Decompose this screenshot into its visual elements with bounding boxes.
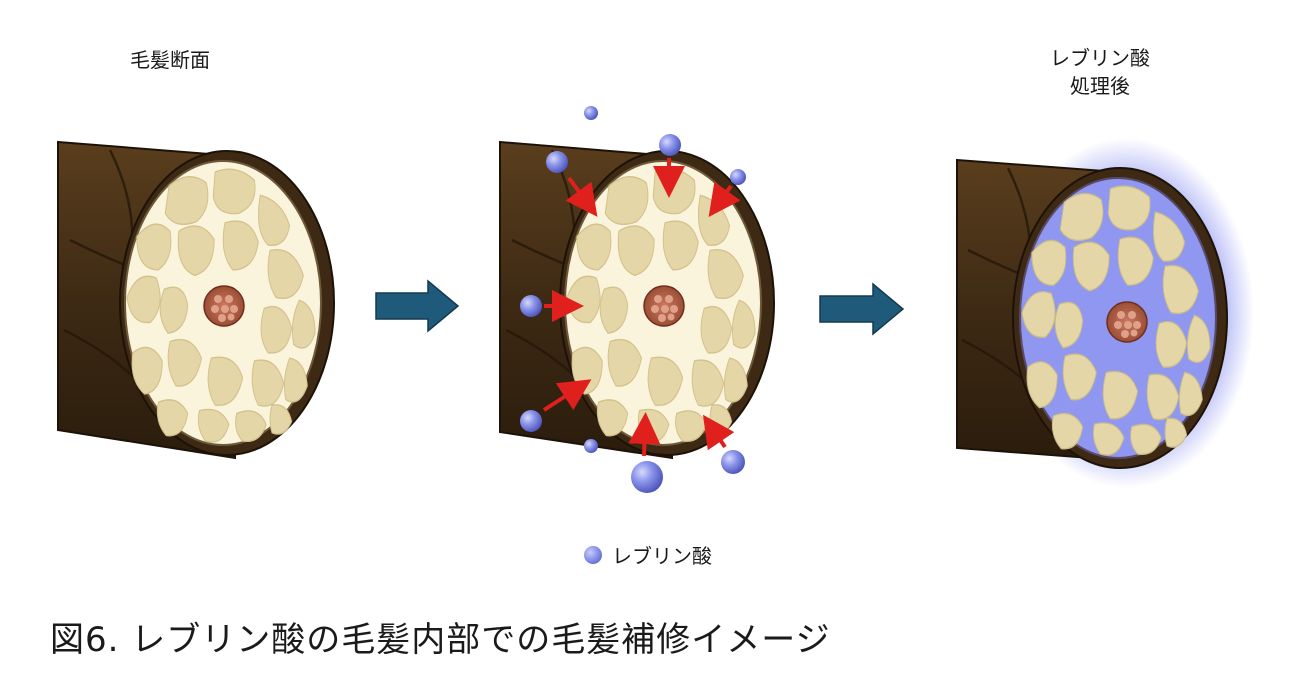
blue-sphere-icon	[730, 169, 746, 185]
after-label-line2: 処理後	[1070, 74, 1130, 98]
after-label-line1: レブリン酸	[1050, 46, 1150, 70]
blue-sphere-icon	[631, 461, 663, 493]
blue-sphere-icon	[584, 439, 598, 453]
treated-hair-panel	[956, 138, 1254, 488]
blue-sphere-icon	[520, 295, 542, 317]
penetration-arrows	[542, 158, 741, 457]
blue-sphere-icon	[584, 106, 598, 120]
legend-label: レブリン酸	[612, 544, 712, 568]
blue-sphere-icon	[721, 450, 745, 474]
penetration-panel	[499, 106, 775, 493]
blue-sphere-icon	[546, 151, 568, 173]
process-arrow-1	[375, 279, 460, 333]
panel-label-hair-cross-section: 毛髪断面	[130, 48, 210, 72]
panel-label-after-treatment: レブリン酸 処理後	[990, 44, 1210, 100]
hair-cross-section-panel	[57, 140, 335, 460]
figure-caption: 図6. レブリン酸の毛髪内部での毛髪補修イメージ	[50, 620, 831, 660]
levulinic-acid-molecules	[520, 106, 746, 493]
hair-repair-diagram	[57, 106, 1254, 493]
medulla-cells	[211, 295, 238, 322]
legend: レブリン酸	[584, 540, 712, 569]
blue-sphere-icon	[520, 410, 542, 432]
process-arrow-2	[819, 282, 905, 336]
blue-sphere-icon	[659, 134, 681, 156]
blue-sphere-icon	[584, 545, 602, 564]
